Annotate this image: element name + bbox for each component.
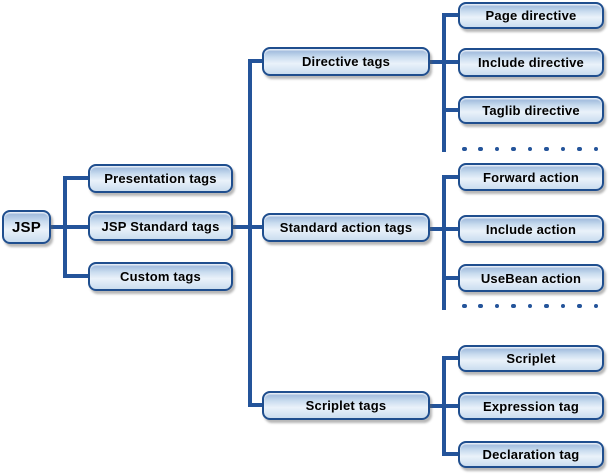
ellipsis-dot — [478, 146, 483, 152]
connector-declaration-stub — [445, 452, 458, 456]
node-include-action: Include action — [458, 215, 604, 243]
connector-directive-stub — [251, 59, 262, 63]
node-scriplet-tags: Scriplet tags — [262, 391, 430, 420]
connector-action-to-include — [430, 227, 458, 231]
ellipsis-dot — [462, 303, 467, 309]
connector-scriplet-tags-stub — [251, 403, 262, 407]
action-ellipsis-row — [462, 303, 598, 309]
ellipsis-dot — [544, 303, 549, 309]
directive-ellipsis-row — [462, 146, 598, 152]
ellipsis-dot — [494, 303, 500, 309]
ellipsis-dot — [544, 146, 549, 152]
ellipsis-dot — [577, 146, 582, 152]
ellipsis-dot — [511, 146, 516, 152]
connector-forward-stub — [445, 175, 458, 179]
ellipsis-dot — [560, 303, 566, 309]
node-presentation-tags: Presentation tags — [88, 164, 233, 193]
node-jsp: JSP — [2, 210, 51, 244]
connector-jsp-to-standard — [51, 225, 88, 229]
connector-taglib-stub — [445, 108, 458, 112]
node-usebean-action: UseBean action — [458, 264, 604, 292]
node-declaration-tag: Declaration tag — [458, 441, 604, 468]
connector-usebean-stub — [445, 276, 458, 280]
node-forward-action: Forward action — [458, 163, 604, 191]
ellipsis-dot — [577, 303, 582, 309]
connector-trunk-action-children — [442, 175, 446, 310]
ellipsis-dot — [527, 303, 533, 309]
node-include-directive: Include directive — [458, 48, 604, 77]
connector-page-directive-stub — [445, 13, 458, 17]
node-expression-tag: Expression tag — [458, 392, 604, 420]
ellipsis-dot — [527, 146, 533, 152]
node-page-directive: Page directive — [458, 2, 604, 29]
ellipsis-dot — [511, 303, 516, 309]
connector-scriplet-to-expression — [430, 404, 458, 408]
connector-trunk-level3 — [248, 59, 252, 407]
connector-directive-to-include — [430, 60, 458, 64]
connector-presentation-stub — [66, 176, 88, 180]
node-jsp-standard-tags: JSP Standard tags — [88, 211, 233, 241]
ellipsis-dot — [494, 146, 500, 152]
ellipsis-dot — [593, 303, 598, 309]
node-standard-action-tags: Standard action tags — [262, 213, 430, 242]
connector-trunk-directive-children — [442, 13, 446, 152]
connector-standard-to-action — [233, 225, 262, 229]
connector-scriplet-stub — [445, 356, 458, 360]
node-custom-tags: Custom tags — [88, 262, 233, 291]
node-scriplet: Scriplet — [458, 345, 604, 372]
ellipsis-dot — [462, 146, 467, 152]
connector-custom-stub — [66, 274, 88, 278]
ellipsis-dot — [560, 146, 566, 152]
node-directive-tags: Directive tags — [262, 47, 430, 76]
ellipsis-dot — [478, 303, 483, 309]
node-taglib-directive: Taglib directive — [458, 96, 604, 124]
ellipsis-dot — [593, 146, 598, 152]
